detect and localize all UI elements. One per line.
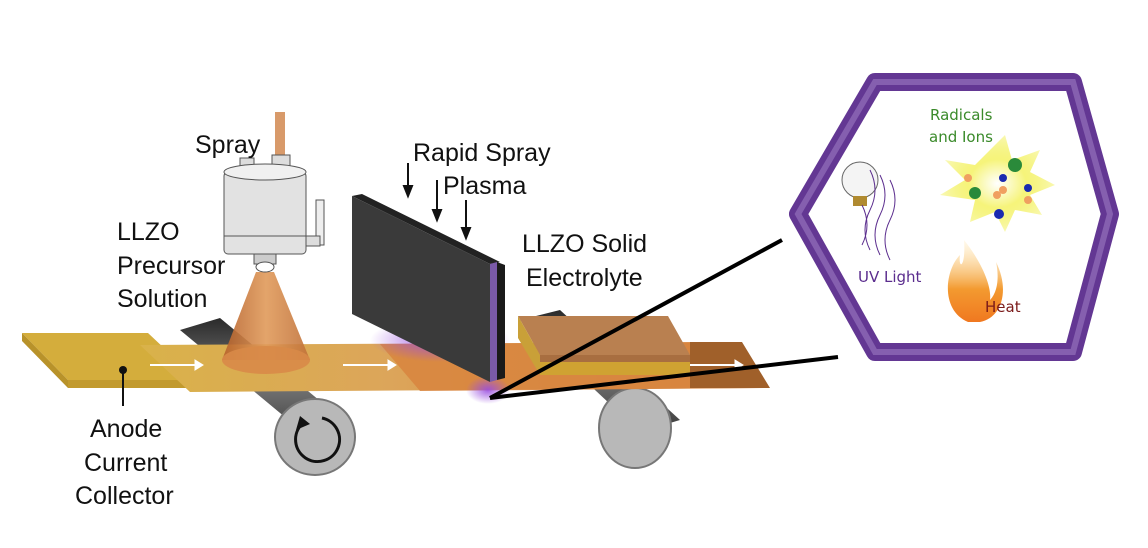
spray-nozzle — [223, 112, 325, 273]
plasma-label-2: Plasma — [443, 172, 526, 200]
spray-label: Spray — [195, 131, 261, 159]
anode-label-2: Current — [84, 449, 167, 477]
callout-lines — [489, 238, 839, 400]
electrolyte-label-1: LLZO Solid — [522, 230, 647, 258]
precursor-label-1: LLZO — [117, 218, 180, 246]
anode-label-3: Collector — [75, 482, 174, 510]
precursor-label-3: Solution — [117, 285, 207, 313]
radicals-label-2: and Ions — [929, 128, 993, 146]
uv-bulb-icon — [841, 161, 896, 261]
anode-label-1: Anode — [90, 415, 162, 443]
llzo-electrolyte-block — [518, 316, 770, 388]
plasma-label-1: Rapid Spray — [413, 139, 551, 167]
plasma-effects-inset: Radicals and Ions UV Light Heat — [789, 73, 1119, 361]
anode-pointer — [119, 366, 127, 406]
precursor-label-2: Precursor — [117, 252, 225, 280]
rotation-arrow-icon — [294, 416, 342, 464]
belt-arrow-icon — [150, 359, 744, 371]
anode-current-collector — [22, 333, 198, 388]
electrolyte-label-2: Electrolyte — [526, 264, 643, 292]
plasma-head — [352, 194, 510, 404]
heat-label: Heat — [985, 298, 1021, 316]
spray-cone — [222, 272, 310, 360]
flame-icon — [947, 240, 1003, 322]
radicals-burst-icon — [940, 135, 1055, 232]
uv-light-label: UV Light — [858, 268, 922, 286]
radicals-label-1: Radicals — [930, 106, 993, 124]
plasma-arrow-icon — [402, 163, 472, 241]
